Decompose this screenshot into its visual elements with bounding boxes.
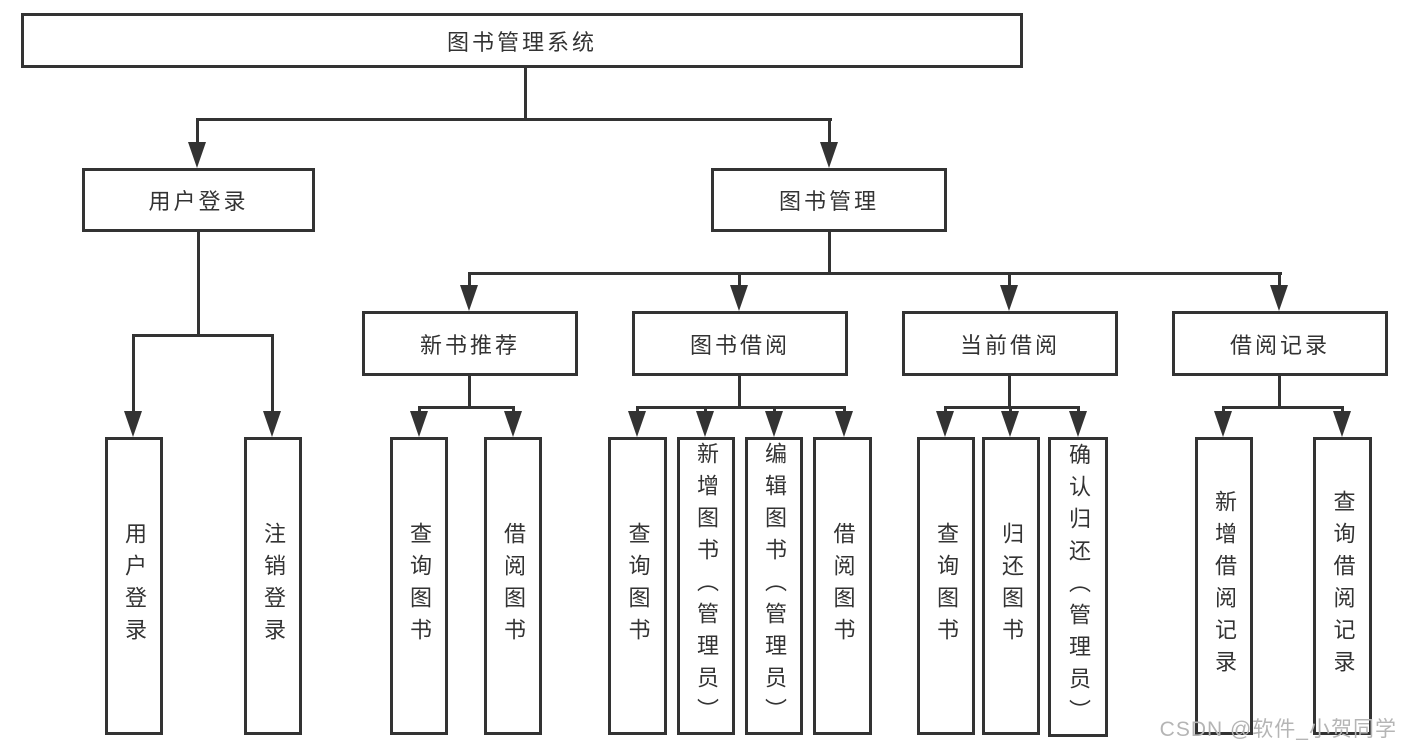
node-bb-query-books-label: 查询图书 [625,522,651,650]
arrowhead-user-login [188,142,206,168]
arrowhead-bb-query [628,411,646,437]
connector-cb-stem [1008,374,1011,409]
arrowhead-br-query [1333,411,1351,437]
node-library-system-label: 图书管理系统 [446,29,597,55]
arrowhead-cb-query [936,411,954,437]
node-bb-add-book-admin-label: 新增图书（管理员） [694,442,719,730]
node-logout-label: 注销登录 [261,522,286,650]
connector-br-stem [1278,374,1281,409]
node-nb-query-books-label: 查询图书 [407,522,432,650]
node-br-query-record: 查询借阅记录 [1313,437,1372,735]
node-borrow-records: 借阅记录 [1172,311,1388,376]
arrowhead-br-add [1214,411,1232,437]
connector-bb-stem [738,374,741,409]
node-cb-return-books-label: 归还图书 [999,522,1024,650]
arrowhead-nb-query [410,411,428,437]
connector-userlogin-drop2 [271,334,274,414]
connector-bookmgmt-stem [828,230,831,275]
arrowhead-bb-edit [765,411,783,437]
node-new-book-recommend: 新书推荐 [362,311,578,376]
node-bb-query-books: 查询图书 [608,437,667,735]
connector-bookmgmt-drop1 [468,272,471,288]
node-library-system: 图书管理系统 [21,13,1023,68]
node-book-borrow-label: 图书借阅 [689,332,790,358]
connector-userlogin-rail [132,334,274,337]
node-bb-borrow-books: 借阅图书 [813,437,872,735]
connector-bookmgmt-drop4 [1278,272,1281,288]
node-logout: 注销登录 [244,437,302,735]
node-br-add-record: 新增借阅记录 [1195,437,1253,735]
arrowhead-cb-confirm [1069,411,1087,437]
node-cb-return-books: 归还图书 [982,437,1040,735]
node-user-login-leaf-label: 用户登录 [122,522,147,650]
node-user-login: 用户登录 [82,168,315,232]
node-cb-confirm-return-admin-label: 确认归还（管理员） [1066,443,1091,731]
arrowhead-current-borrow [1000,285,1018,311]
node-current-borrow: 当前借阅 [902,311,1118,376]
arrowhead-cb-return [1001,411,1019,437]
connector-userlogin-drop1 [132,334,135,414]
connector-br-rail [1222,406,1344,409]
connector-bookmgmt-drop2 [738,272,741,288]
node-cb-query-books-label: 查询图书 [934,522,959,650]
node-br-add-record-label: 新增借阅记录 [1212,490,1237,682]
node-book-management-label: 图书管理 [778,189,879,214]
connector-nb-stem [468,374,471,409]
node-user-login-label: 用户登录 [148,189,249,214]
arrowhead-book-borrow [730,285,748,311]
arrowhead-borrow-records [1270,285,1288,311]
node-new-book-recommend-label: 新书推荐 [419,332,520,358]
arrowhead-book-management [820,142,838,168]
node-bb-edit-book-admin: 编辑图书（管理员） [745,437,803,735]
node-bb-add-book-admin: 新增图书（管理员） [677,437,735,735]
arrowhead-user-login-leaf [124,411,142,437]
connector-nb-rail [418,406,515,409]
connector-cb-rail [944,406,1080,409]
node-borrow-records-label: 借阅记录 [1229,332,1330,358]
node-nb-query-books: 查询图书 [390,437,448,735]
csdn-watermark: CSDN @软件_小贺同学 [1159,718,1397,741]
node-user-login-leaf: 用户登录 [105,437,163,735]
arrowhead-bb-borrow [835,411,853,437]
node-cb-confirm-return-admin: 确认归还（管理员） [1048,437,1108,737]
node-book-management: 图书管理 [711,168,947,232]
node-current-borrow-label: 当前借阅 [959,332,1060,358]
connector-root-drop-right [828,118,831,146]
connector-bb-rail [636,406,846,409]
node-cb-query-books: 查询图书 [917,437,975,735]
arrowhead-logout [263,411,281,437]
node-book-borrow: 图书借阅 [632,311,848,376]
node-br-query-record-label: 查询借阅记录 [1330,490,1356,682]
arrowhead-bb-add [696,411,714,437]
connector-root-drop-left [196,118,199,146]
node-bb-edit-book-admin-label: 编辑图书（管理员） [762,442,787,730]
node-nb-borrow-books-label: 借阅图书 [501,522,526,650]
connector-root-rail [196,118,832,121]
connector-root-stem [524,66,527,120]
node-nb-borrow-books: 借阅图书 [484,437,542,735]
node-bb-borrow-books-label: 借阅图书 [830,522,856,650]
connector-userlogin-stem [197,230,200,337]
arrowhead-nb-borrow [504,411,522,437]
arrowhead-new-book-recommend [460,285,478,311]
connector-bookmgmt-drop3 [1008,272,1011,288]
connector-bookmgmt-rail [468,272,1282,275]
